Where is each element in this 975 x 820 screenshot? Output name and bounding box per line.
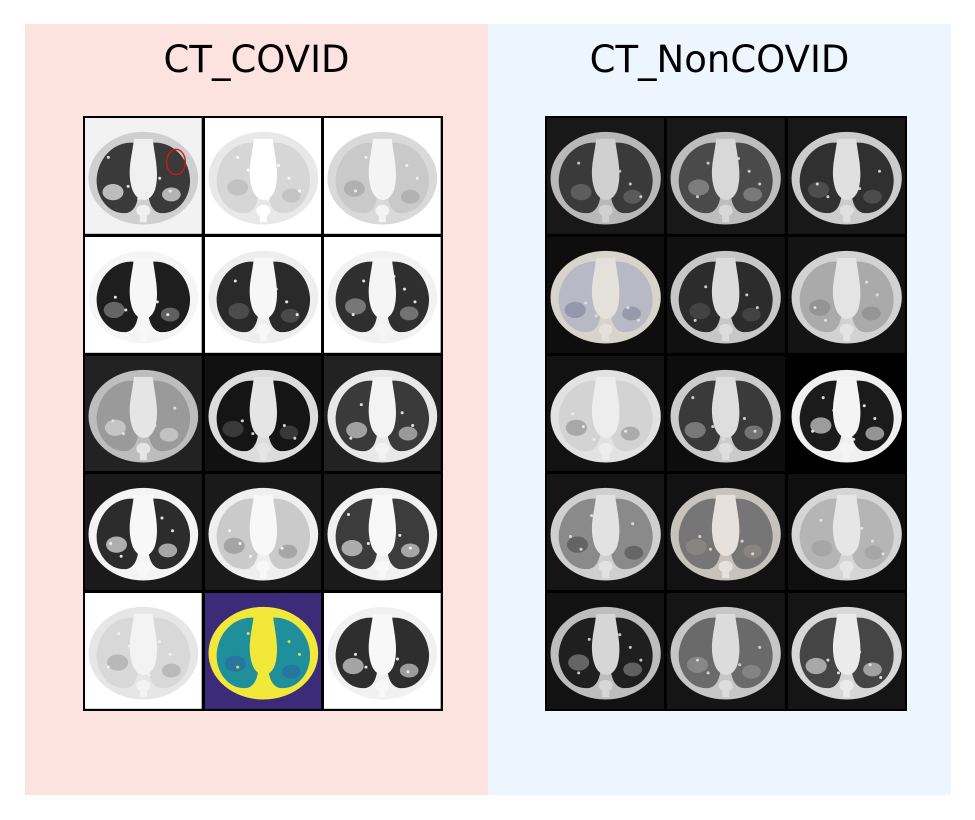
- ct-scan-tile: [204, 474, 322, 591]
- ct-scan-image: [667, 474, 785, 591]
- noncovid-panel: CT_NonCOVID: [488, 24, 951, 795]
- ct-scan-image: [85, 593, 202, 709]
- ct-scan-image: [547, 355, 665, 472]
- ct-scan-image: [324, 593, 441, 709]
- ct-scan-image: [787, 593, 905, 709]
- ct-scan-image: [667, 118, 785, 234]
- ct-scan-image: [787, 474, 905, 591]
- ct-scan-image: [547, 474, 665, 591]
- ct-scan-tile: [85, 474, 202, 591]
- noncovid-panel-title: CT_NonCOVID: [589, 38, 850, 81]
- ct-scan-image: [85, 118, 202, 234]
- ct-scan-tile: [667, 118, 785, 234]
- ct-scan-tile: [324, 355, 441, 472]
- ct-scan-image: [667, 236, 785, 353]
- ct-scan-tile: [787, 236, 905, 353]
- ct-scan-tile: [204, 236, 322, 353]
- ct-scan-tile: [667, 593, 785, 709]
- ct-scan-image: [204, 236, 322, 353]
- ct-scan-tile: [667, 236, 785, 353]
- ct-scan-tile: [547, 236, 665, 353]
- ct-scan-image: [85, 474, 202, 591]
- ct-scan-tile: [204, 118, 322, 234]
- ct-scan-tile: [85, 118, 202, 234]
- ct-scan-tile: [667, 355, 785, 472]
- ct-scan-tile: [667, 474, 785, 591]
- ct-scan-tile: [787, 593, 905, 709]
- ct-scan-image: [204, 593, 322, 709]
- ct-scan-image: [324, 355, 441, 472]
- ct-scan-tile: [204, 355, 322, 472]
- covid-panel-title: CT_COVID: [163, 38, 350, 81]
- ct-scan-image: [667, 593, 785, 709]
- ct-scan-image: [547, 118, 665, 234]
- ct-scan-tile: [787, 355, 905, 472]
- ct-scan-tile: [85, 236, 202, 353]
- ct-scan-tile: [787, 474, 905, 591]
- ct-scan-image: [547, 593, 665, 709]
- ct-scan-tile: [324, 118, 441, 234]
- ct-scan-image: [85, 236, 202, 353]
- ct-scan-tile: [85, 355, 202, 472]
- ct-scan-image: [204, 355, 322, 472]
- covid-image-grid: [83, 116, 443, 711]
- ct-scan-image: [787, 236, 905, 353]
- ct-scan-tile: [547, 118, 665, 234]
- ct-scan-tile: [324, 474, 441, 591]
- ct-scan-tile: [204, 593, 322, 709]
- ct-scan-tile: [547, 593, 665, 709]
- ct-scan-image: [324, 118, 441, 234]
- ct-scan-image: [324, 474, 441, 591]
- ct-scan-image: [547, 236, 665, 353]
- ct-scan-image: [85, 355, 202, 472]
- covid-panel: CT_COVID: [25, 24, 488, 795]
- ct-scan-image: [204, 118, 322, 234]
- ct-scan-tile: [787, 118, 905, 234]
- noncovid-image-grid: [545, 116, 907, 711]
- ct-scan-tile: [324, 593, 441, 709]
- ct-scan-image: [787, 355, 905, 472]
- ct-scan-image: [787, 118, 905, 234]
- ct-scan-tile: [324, 236, 441, 353]
- ct-scan-tile: [85, 593, 202, 709]
- ct-scan-tile: [547, 474, 665, 591]
- ct-scan-image: [204, 474, 322, 591]
- ct-scan-image: [324, 236, 441, 353]
- ct-scan-image: [667, 355, 785, 472]
- ct-scan-tile: [547, 355, 665, 472]
